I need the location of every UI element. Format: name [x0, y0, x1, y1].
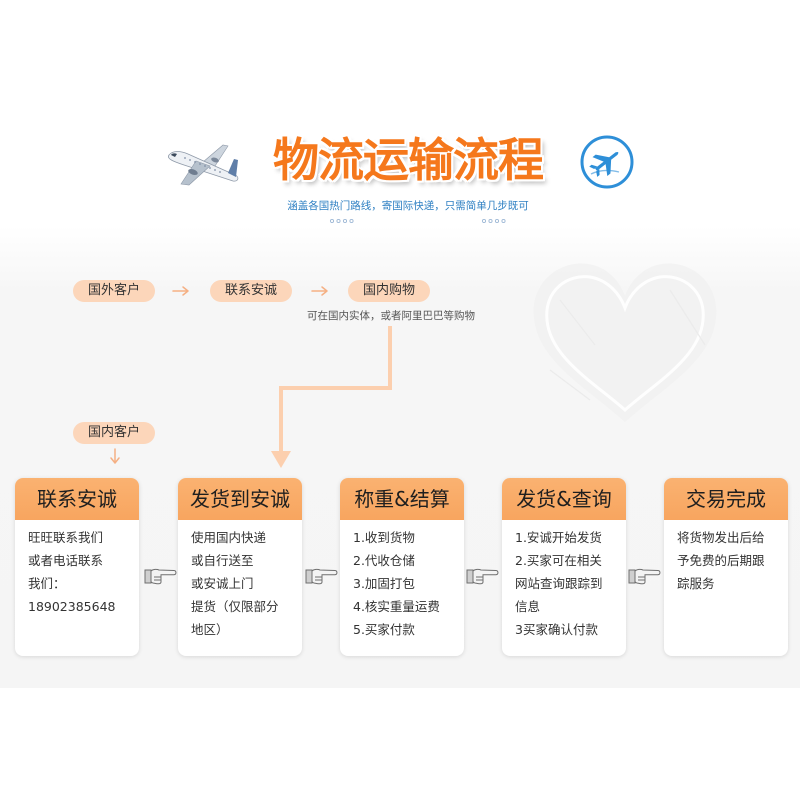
step-card-line: 或自行送至	[191, 553, 254, 568]
step-card-weigh-settle: 称重&结算 1.收到货物 2.代收仓储 3.加固打包 4.核实重量运费 5.买家…	[340, 478, 464, 656]
step-card-title: 发货到安诚	[178, 478, 302, 520]
arrow-right-icon	[311, 286, 328, 296]
page-title: 物流运输流程	[273, 133, 544, 187]
step-card-body: 1.安诚开始发货 2.买家可在相关 网站查询跟踪到 信息 3买家确认付款	[502, 520, 626, 641]
step-card-line: 地区）	[191, 622, 229, 637]
step-card-line: 1.安诚开始发货	[515, 530, 602, 545]
arrow-down-icon	[110, 448, 120, 464]
airplane-circle-icon	[580, 135, 634, 189]
step-card-body: 1.收到货物 2.代收仓储 3.加固打包 4.核实重量运费 5.买家付款	[340, 520, 464, 641]
flow-step-contact: 联系安诚	[210, 280, 292, 302]
step-card-line: 4.核实重量运费	[353, 599, 440, 614]
flow-step-domestic-customer: 国内客户	[73, 422, 155, 444]
step-card-line: 旺旺联系我们	[28, 530, 104, 545]
decorative-dots	[329, 218, 354, 224]
step-card-line: 我们：	[28, 576, 66, 591]
flow-step-overseas-customer: 国外客户	[73, 280, 155, 302]
step-card-title: 交易完成	[664, 478, 788, 520]
step-card-contact: 联系安诚 旺旺联系我们 或者电话联系 我们： 18902385648	[15, 478, 139, 656]
step-card-line: 3.加固打包	[353, 576, 415, 591]
step-card-line: 2.买家可在相关	[515, 553, 602, 568]
step-card-line: 将货物发出后给	[677, 530, 765, 545]
connector-arrow	[271, 326, 392, 468]
step-card-line: 3买家确认付款	[515, 622, 598, 637]
arrow-right-icon	[172, 286, 189, 296]
step-card-title: 发货&查询	[502, 478, 626, 520]
step-card-ship-track: 发货&查询 1.安诚开始发货 2.买家可在相关 网站查询跟踪到 信息 3买家确认…	[502, 478, 626, 656]
step-card-complete: 交易完成 将货物发出后给 予免费的后期跟 踪服务	[664, 478, 788, 656]
step-card-body: 将货物发出后给 予免费的后期跟 踪服务	[664, 520, 788, 595]
pointing-hand-icon	[305, 568, 338, 585]
step-card-line: 提货（仅限部分	[191, 599, 279, 614]
step-card-line: 网站查询跟踪到	[515, 576, 603, 591]
flow-step-note: 可在国内实体，或者阿里巴巴等购物	[307, 310, 475, 322]
step-card-phone: 18902385648	[28, 599, 116, 614]
step-card-line: 予免费的后期跟	[677, 553, 765, 568]
step-card-body: 使用国内快递 或自行送至 或安诚上门 提货（仅限部分 地区）	[178, 520, 302, 641]
step-card-line: 2.代收仓储	[353, 553, 415, 568]
step-card-ship-to-warehouse: 发货到安诚 使用国内快递 或自行送至 或安诚上门 提货（仅限部分 地区）	[178, 478, 302, 656]
step-card-title: 联系安诚	[15, 478, 139, 520]
heart-decoration-icon	[533, 263, 717, 422]
flow-step-domestic-shopping: 国内购物	[348, 280, 430, 302]
pointing-hand-icon	[466, 568, 499, 585]
step-card-title: 称重&结算	[340, 478, 464, 520]
step-card-line: 5.买家付款	[353, 622, 415, 637]
step-card-line: 信息	[515, 599, 541, 614]
decorative-dots	[481, 218, 506, 224]
step-card-line: 或安诚上门	[191, 576, 254, 591]
page-subtitle: 涵盖各国热门路线，寄国际快递，只需简单几步既可	[287, 200, 529, 212]
step-card-line: 或者电话联系	[28, 553, 104, 568]
step-card-line: 使用国内快递	[191, 530, 267, 545]
step-card-body: 旺旺联系我们 或者电话联系 我们： 18902385648	[15, 520, 139, 618]
step-card-line: 1.收到货物	[353, 530, 415, 545]
pointing-hand-icon	[628, 568, 661, 585]
step-card-line: 踪服务	[677, 576, 715, 591]
pointing-hand-icon	[144, 568, 177, 585]
airplane-icon	[168, 144, 239, 186]
